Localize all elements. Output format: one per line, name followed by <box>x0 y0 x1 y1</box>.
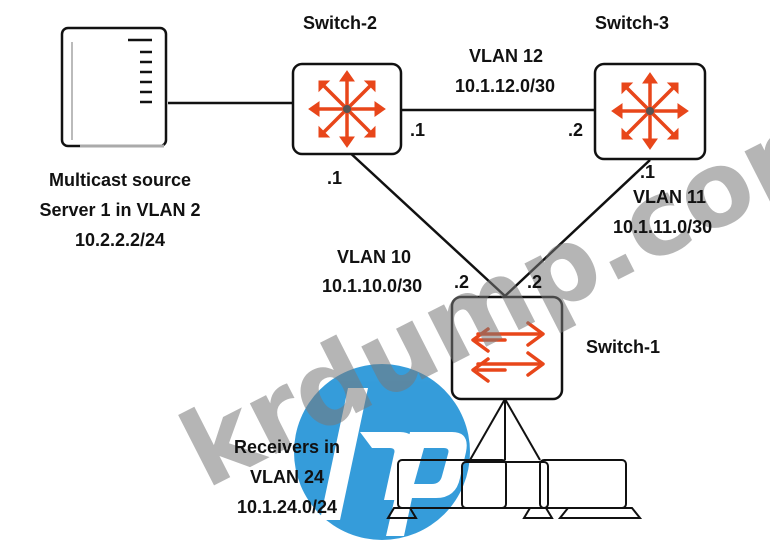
source-label-1: Multicast source <box>48 170 192 190</box>
switch-1-label: Switch-1 <box>586 337 661 357</box>
link-vlan10 <box>346 149 506 297</box>
vlan10-net: 10.1.10.0/30 <box>322 276 423 296</box>
source-label-3: 10.2.2.2/24 <box>74 230 166 250</box>
port-s1-to-s2: .2 <box>454 272 470 292</box>
link-vlan11 <box>504 159 651 297</box>
switch-3-label: Switch-3 <box>595 13 670 33</box>
vlan12-name: VLAN 12 <box>468 46 544 66</box>
switch-2-label: Switch-2 <box>303 13 378 33</box>
port-s2-to-s1: .1 <box>327 168 343 188</box>
server-icon <box>60 26 168 148</box>
vlan11-name: VLAN 11 <box>633 187 707 207</box>
port-s3-to-s1: .1 <box>640 162 656 182</box>
switch-1-icon <box>450 295 564 401</box>
vlan11-net: 10.1.11.0/30 <box>613 217 713 237</box>
hp-logo <box>294 364 470 540</box>
receivers-label-3: 10.1.24.0/24 <box>236 497 338 517</box>
vlan12-net: 10.1.12.0/30 <box>454 76 556 96</box>
receivers-label-1: Receivers in <box>233 437 341 457</box>
source-label-2: Server 1 in VLAN 2 <box>39 200 201 220</box>
port-s3-to-s2: .2 <box>568 120 584 140</box>
receivers-label-2: VLAN 24 <box>249 467 325 487</box>
receiver-pcs <box>386 459 643 519</box>
switch-2-icon <box>291 62 403 156</box>
port-s1-to-s3: .2 <box>527 272 543 292</box>
vlan10-name: VLAN 10 <box>337 247 412 267</box>
receiver-links <box>469 398 541 461</box>
switch-3-icon <box>593 62 707 161</box>
port-s2-to-s3: .1 <box>410 120 426 140</box>
